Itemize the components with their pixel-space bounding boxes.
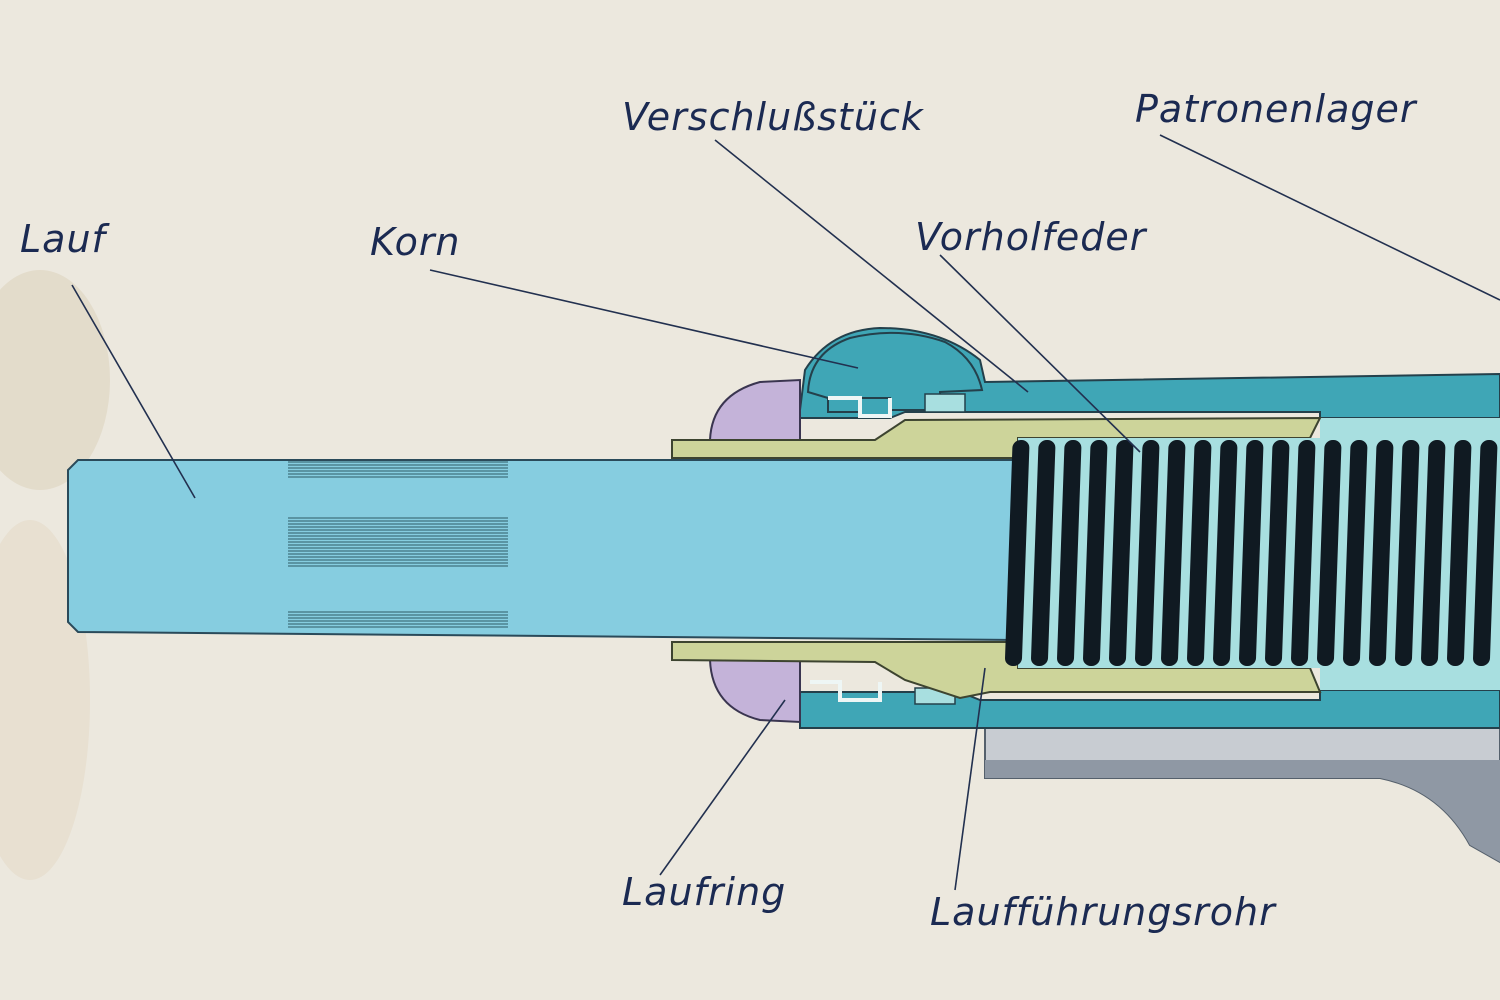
spring-coil bbox=[1109, 440, 1134, 666]
spring-coil bbox=[1031, 440, 1056, 666]
frame bbox=[984, 727, 1500, 864]
spring-coil bbox=[1447, 440, 1472, 666]
spring-coil bbox=[1343, 440, 1368, 666]
slide-upper bbox=[799, 326, 1500, 440]
spring-coil bbox=[1473, 440, 1498, 666]
label-korn: Korn bbox=[370, 220, 461, 264]
label-patronenlager: Patronenlager bbox=[1135, 87, 1418, 131]
spring-coil bbox=[1291, 440, 1316, 666]
leader-lines bbox=[71, 134, 1500, 891]
label-vorholfeder: Vorholfeder bbox=[915, 215, 1148, 259]
label-laufring: Laufring bbox=[622, 870, 786, 914]
spring-coil bbox=[1239, 440, 1264, 666]
spring-coil bbox=[1161, 440, 1186, 666]
barrel bbox=[67, 459, 1019, 642]
barrel-grooves bbox=[288, 461, 508, 628]
spring-coil bbox=[1213, 440, 1238, 666]
spring-coil bbox=[1395, 440, 1420, 666]
spring-coil bbox=[1421, 440, 1446, 666]
label-verschlussstueck: Verschlußstück bbox=[622, 95, 925, 139]
spring-coil bbox=[1057, 440, 1082, 666]
label-lauf: Lauf bbox=[20, 217, 111, 261]
spring-coil bbox=[1187, 440, 1212, 666]
front-sight bbox=[806, 331, 984, 705]
spring-coil bbox=[1083, 440, 1108, 666]
recoil-spring bbox=[1005, 438, 1500, 668]
spring-coil bbox=[1005, 440, 1030, 666]
spring-coil bbox=[1135, 440, 1160, 666]
spring-coil bbox=[1317, 440, 1342, 666]
spring-coil bbox=[1265, 440, 1290, 666]
barrel-ring bbox=[708, 378, 801, 724]
label-lauffuehrungsrohr: Laufführungsrohr bbox=[930, 890, 1277, 934]
spring-coil bbox=[1369, 440, 1394, 666]
